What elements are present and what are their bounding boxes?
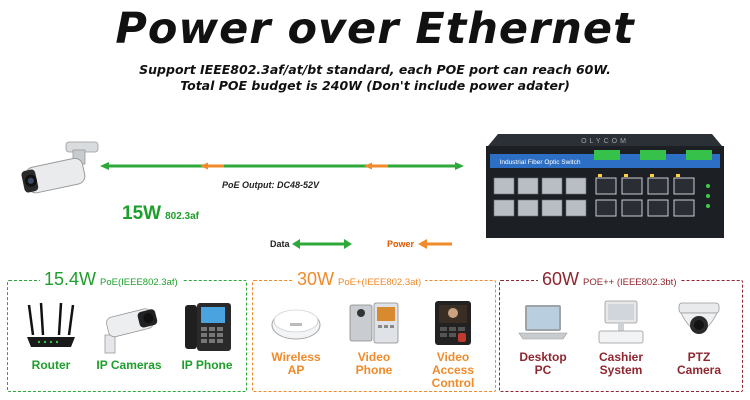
group-standard: PoE(IEEE802.3af) xyxy=(100,277,178,288)
device-label: IP Phone xyxy=(181,358,233,372)
svg-text:Industrial Fiber Optic Switch: Industrial Fiber Optic Switch xyxy=(500,159,581,166)
page-title: Power over Ethernet xyxy=(115,4,635,54)
access-control-icon xyxy=(435,301,471,345)
router-icon xyxy=(27,302,75,347)
svg-text:OLYCOM: OLYCOM xyxy=(581,138,629,145)
device-router: Router xyxy=(12,299,90,372)
group-standard: PoE+(IEEE802.3at) xyxy=(338,277,422,288)
device-label: Router xyxy=(31,358,71,372)
legend-power-arrow xyxy=(418,239,452,249)
ip-camera-icon xyxy=(104,308,158,354)
legend-power-label: Power xyxy=(387,239,415,249)
group-watt: 15.4W xyxy=(44,269,97,289)
poe-link-arrow xyxy=(100,162,464,170)
subtitle-line-2: Total POE budget is 240W (Don't include … xyxy=(180,78,570,93)
device-label: IP Cameras xyxy=(96,358,162,372)
device-ip-cameras: IP Cameras xyxy=(90,299,168,372)
wireless-ap-icon xyxy=(271,309,321,340)
video-phone-icon xyxy=(349,302,399,344)
camera-power-watt: 15W xyxy=(122,203,162,224)
ip-phone-icon xyxy=(185,303,231,351)
subtitle-line-1: Support IEEE802.3af/at/bt standard, each… xyxy=(139,62,611,77)
legend-data-label: Data xyxy=(270,239,290,249)
device-ip-phone: IP Phone xyxy=(168,299,246,372)
switch-brand-label: OLYCOM xyxy=(581,138,629,145)
group-watt: 60W xyxy=(542,269,580,289)
camera-power-standard: 802.3af xyxy=(165,211,199,222)
switch-model-label: Industrial Fiber Optic Switch xyxy=(500,159,581,166)
industrial-switch: OLYCOM Industrial Fiber Optic Switch xyxy=(486,134,724,238)
legend-data-arrow xyxy=(292,239,352,249)
poe-output-label: PoE Output: DC48-52V xyxy=(222,180,320,190)
cashier-icon xyxy=(598,300,644,344)
group-watt: 30W xyxy=(297,269,335,289)
group-standard: POE++ (IEEE802.3bt) xyxy=(583,277,677,288)
ptz-camera-icon xyxy=(678,302,720,334)
laptop-icon xyxy=(518,305,568,340)
bullet-camera-icon xyxy=(21,141,99,194)
